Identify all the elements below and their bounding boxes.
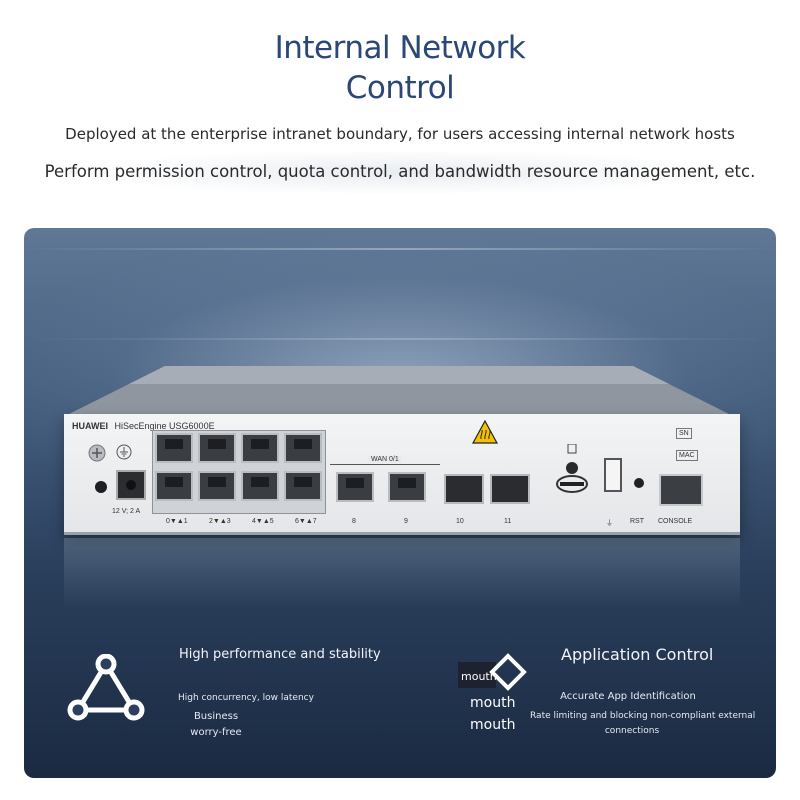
product-panel: HUAWEI HiSecEngine USG6000E 12 V; 2 A xyxy=(24,228,776,778)
feature-left-line-2: Business xyxy=(193,711,239,722)
sfp-port-10[interactable] xyxy=(444,474,484,504)
wan-port-9[interactable] xyxy=(388,472,426,502)
rst-label: RST xyxy=(630,518,644,525)
mouth-label-bg xyxy=(458,662,496,688)
port-label: 6▼▲7 xyxy=(295,518,317,525)
sfp-port-11[interactable] xyxy=(490,474,530,504)
wan-port-8[interactable] xyxy=(336,472,374,502)
device-branding: HUAWEI HiSecEngine USG6000E xyxy=(72,421,215,431)
sd-card-slot-icon xyxy=(556,444,588,493)
lan-port[interactable] xyxy=(284,471,322,501)
firewall-device: HUAWEI HiSecEngine USG6000E 12 V; 2 A xyxy=(64,414,740,535)
port-11-label: 11 xyxy=(504,518,512,525)
lan-port[interactable] xyxy=(241,433,279,463)
console-label: CONSOLE xyxy=(658,518,693,525)
model-name: HiSecEngine USG6000E xyxy=(114,421,215,431)
title-line-1: Internal Network xyxy=(274,30,526,66)
page-title: Internal Network Control xyxy=(0,28,800,108)
console-port[interactable] xyxy=(659,474,703,506)
light-streak xyxy=(24,248,776,250)
power-label: 12 V; 2 A xyxy=(112,508,141,515)
device-reflection xyxy=(64,538,740,608)
port-label: 2▼▲3 xyxy=(209,518,231,525)
reset-button[interactable] xyxy=(634,478,644,488)
mouth-label-3: mouth xyxy=(470,717,516,733)
power-jack[interactable] xyxy=(116,470,146,500)
diamond-icon xyxy=(489,653,527,691)
feature-left-line-1: High concurrency, low latency xyxy=(178,693,314,703)
mouth-label-1: mouth xyxy=(461,670,497,683)
lan-port[interactable] xyxy=(198,471,236,501)
feature-right-title: Application Control xyxy=(561,645,714,664)
sn-label: SN xyxy=(676,428,692,439)
feature-right-line-2: Rate limiting and blocking non-compliant… xyxy=(530,711,756,721)
brand-name: HUAWEI xyxy=(72,421,108,431)
port-8-label: 8 xyxy=(352,518,356,525)
power-button-icon[interactable] xyxy=(94,480,108,494)
lan-port[interactable] xyxy=(155,471,193,501)
port-10-label: 10 xyxy=(456,518,464,525)
usb-port[interactable] xyxy=(604,458,622,492)
mouth-label-2: mouth xyxy=(470,695,516,711)
hot-surface-warning-icon xyxy=(472,420,498,444)
ground-screw-icon xyxy=(88,444,106,462)
feature-left-title: High performance and stability xyxy=(179,647,381,662)
port-label: 4▼▲5 xyxy=(252,518,274,525)
triangle-network-icon xyxy=(67,654,145,721)
lan-port-block xyxy=(152,430,326,514)
light-streak xyxy=(24,338,776,340)
feature-right-line-3: connections xyxy=(604,726,660,736)
port-9-label: 9 xyxy=(404,518,408,525)
title-line-2: Control xyxy=(345,70,455,106)
feature-right-line-1: Accurate App Identification xyxy=(560,691,696,702)
subtitle-1: Deployed at the enterprise intranet boun… xyxy=(65,125,735,143)
device-top-surface xyxy=(69,366,729,414)
feature-left-line-3: worry-free xyxy=(190,727,242,738)
mac-label: MAC xyxy=(676,450,698,461)
port-label: 0▼▲1 xyxy=(166,518,188,525)
lan-port[interactable] xyxy=(155,433,193,463)
lan-port[interactable] xyxy=(198,433,236,463)
lan-port[interactable] xyxy=(241,471,279,501)
subtitle-2: Perform permission control, quota contro… xyxy=(44,162,756,181)
usb-icon: ⏚ xyxy=(606,520,613,527)
lan-port[interactable] xyxy=(284,433,322,463)
ground-symbol-icon xyxy=(116,444,132,460)
wan-bracket xyxy=(330,464,440,465)
wan-label: WAN 0/1 xyxy=(368,456,402,463)
